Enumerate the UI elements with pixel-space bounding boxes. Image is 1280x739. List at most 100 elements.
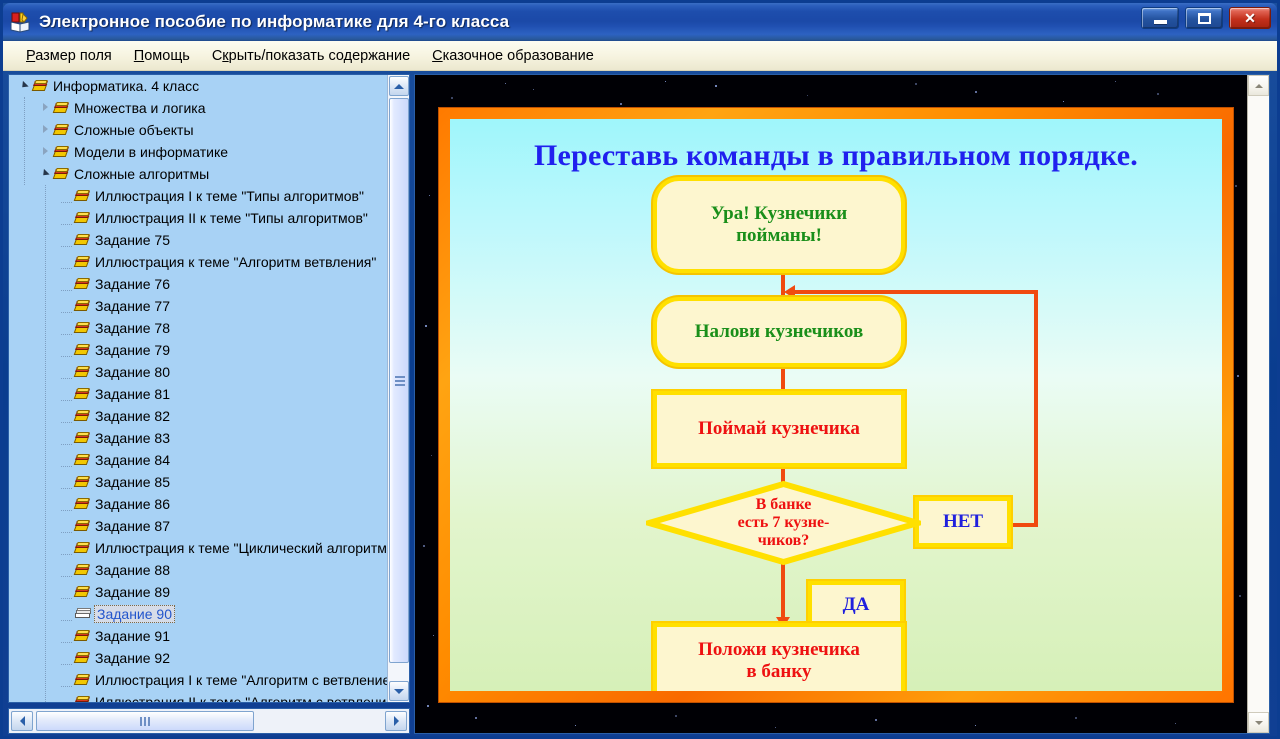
tree-line-spacer [61, 345, 72, 357]
tree-item-14[interactable]: Задание 81 [9, 383, 387, 405]
tree-horizontal-scrollbar[interactable] [8, 708, 410, 734]
tree-item-7[interactable]: Задание 75 [9, 229, 387, 251]
connector-n2-n3 [781, 365, 785, 397]
tree-item-label: Множества и логика [74, 100, 206, 116]
star-icon [505, 83, 506, 84]
tree-horizontal-scrollbar-thumb[interactable] [36, 711, 254, 731]
tree-item-1[interactable]: Множества и логика [9, 97, 387, 119]
book-icon [73, 563, 90, 577]
tree-item-0[interactable]: Информатика. 4 класс [9, 75, 387, 97]
tree-item-28[interactable]: Иллюстрация II к теме "Алгоритм с ветвле… [9, 691, 387, 702]
tree-vertical-scrollbar[interactable] [387, 75, 409, 702]
content-scroll-down-button[interactable] [1248, 712, 1269, 733]
tree-item-6[interactable]: Иллюстрация II к теме "Типы алгоритмов" [9, 207, 387, 229]
book-icon [73, 629, 90, 643]
flow-node-n3[interactable]: Поймай кузнечика [651, 389, 907, 469]
menu-item-2[interactable]: Скрыть/показать содержание [211, 47, 411, 64]
book-icon [73, 431, 90, 445]
tree-item-21[interactable]: Иллюстрация к теме "Циклический алгоритм… [9, 537, 387, 559]
maximize-button[interactable] [1185, 7, 1223, 29]
content-scroll-up-button[interactable] [1248, 75, 1269, 96]
star-icon [1239, 595, 1241, 597]
star-icon [975, 91, 977, 93]
tree-item-22[interactable]: Задание 88 [9, 559, 387, 581]
tree-item-18[interactable]: Задание 85 [9, 471, 387, 493]
tree-line-spacer [61, 609, 72, 621]
tree-item-25[interactable]: Задание 91 [9, 625, 387, 647]
tree-item-9[interactable]: Задание 76 [9, 273, 387, 295]
arrowhead-into-n5 [776, 617, 790, 628]
star-icon [1175, 723, 1176, 724]
chevron-right-icon[interactable] [40, 102, 51, 114]
menu-item-1[interactable]: Помощь [133, 47, 190, 64]
chevron-down-icon[interactable] [19, 81, 30, 92]
chevron-right-icon[interactable] [40, 124, 51, 136]
tree-item-26[interactable]: Задание 92 [9, 647, 387, 669]
tree-item-17[interactable]: Задание 84 [9, 449, 387, 471]
star-icon [775, 727, 776, 728]
flow-node-n2-text: Налови кузнечиков [694, 321, 864, 343]
tree-item-8[interactable]: Иллюстрация к теме "Алгоритм ветвления" [9, 251, 387, 273]
window-title: Электронное пособие по информатике для 4… [39, 12, 510, 31]
book-icon [31, 79, 48, 93]
star-icon [431, 455, 432, 456]
tree-item-4[interactable]: Сложные алгоритмы [9, 163, 387, 185]
chevron-right-icon[interactable] [40, 146, 51, 158]
tree-item-3[interactable]: Модели в информатике [9, 141, 387, 163]
tree-item-label: Задание 87 [95, 518, 170, 534]
tree-item-20[interactable]: Задание 87 [9, 515, 387, 537]
tree-item-label: Иллюстрация II к теме "Типы алгоритмов" [95, 210, 368, 226]
tree-item-15[interactable]: Задание 82 [9, 405, 387, 427]
star-icon [1237, 375, 1239, 377]
book-icon [52, 145, 69, 159]
menu-item-0[interactable]: Размер поля [26, 47, 112, 64]
tree-item-13[interactable]: Задание 80 [9, 361, 387, 383]
tree-item-5[interactable]: Иллюстрация I к теме "Типы алгоритмов" [9, 185, 387, 207]
book-icon [73, 321, 90, 335]
tree-item-label: Сложные объекты [74, 122, 194, 138]
book-icon [73, 453, 90, 467]
chevron-down-icon[interactable] [40, 169, 51, 180]
tree-item-2[interactable]: Сложные объекты [9, 119, 387, 141]
tree-line-spacer [61, 433, 72, 445]
tree-scroll-left-button[interactable] [11, 711, 33, 731]
flow-label-yes[interactable]: ДА [806, 579, 906, 631]
tree-line-spacer [61, 191, 72, 203]
star-icon [675, 715, 677, 717]
tree-scroll-down-button[interactable] [389, 681, 409, 701]
flow-node-decision[interactable]: В банке есть 7 кузне- чиков? [646, 481, 921, 565]
tree-item-19[interactable]: Задание 86 [9, 493, 387, 515]
tree-guide-line [45, 185, 46, 702]
close-button[interactable]: ✕ [1229, 7, 1271, 29]
flow-label-no[interactable]: НЕТ [913, 495, 1013, 549]
tree-scroll-right-button[interactable] [385, 711, 407, 731]
minimize-button[interactable] [1141, 7, 1179, 29]
tree-item-label: Иллюстрация к теме "Циклический алгоритм… [95, 540, 387, 556]
slide-canvas: Переставь команды в правильном порядке. [450, 119, 1222, 691]
menu-item-3[interactable]: Сказочное образование [432, 47, 594, 64]
tree-item-23[interactable]: Задание 89 [9, 581, 387, 603]
tree-item-16[interactable]: Задание 83 [9, 427, 387, 449]
flow-node-n2[interactable]: Налови кузнечиков [653, 297, 905, 367]
slide-title: Переставь команды в правильном порядке. [534, 139, 1138, 172]
tree-vertical-scrollbar-thumb[interactable] [389, 98, 409, 663]
tree-item-label: Задание 81 [95, 386, 170, 402]
tree-item-27[interactable]: Иллюстрация I к теме "Алгоритм с ветвлен… [9, 669, 387, 691]
book-icon [73, 541, 90, 555]
tree-item-12[interactable]: Задание 79 [9, 339, 387, 361]
content-vertical-scrollbar[interactable] [1247, 75, 1269, 733]
tree-scroll-up-button[interactable] [389, 76, 409, 96]
tree-line-spacer [61, 543, 72, 555]
tree-item-24[interactable]: Задание 90 [9, 603, 387, 625]
window-controls: ✕ [1141, 7, 1271, 29]
title-bar: Электронное пособие по информатике для 4… [3, 3, 1277, 41]
lesson-content-panel: Переставь команды в правильном порядке. [414, 74, 1270, 734]
tree-item-10[interactable]: Задание 77 [9, 295, 387, 317]
tree-line-spacer [61, 697, 72, 703]
tree-item-11[interactable]: Задание 78 [9, 317, 387, 339]
star-icon [451, 97, 453, 99]
